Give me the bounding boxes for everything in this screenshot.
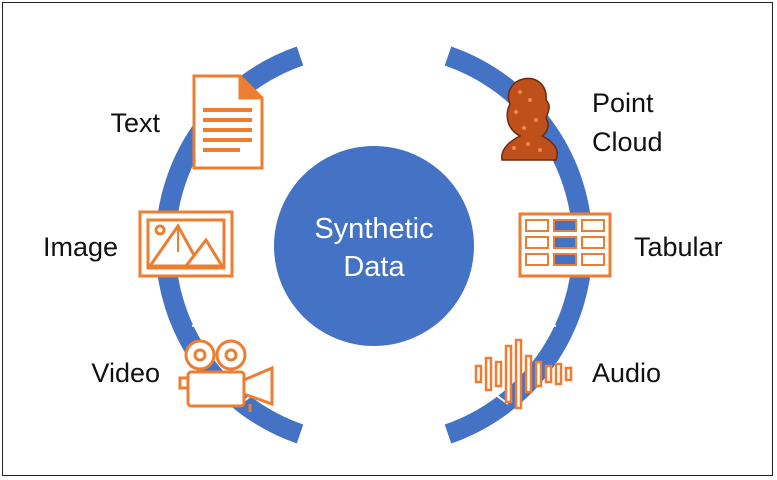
- video-camera-icon: [178, 339, 274, 412]
- point-cloud-icon: [501, 77, 558, 161]
- image-label: Image: [43, 232, 118, 262]
- table-icon: [518, 212, 612, 278]
- text-label: Text: [110, 108, 160, 138]
- tabular-label: Tabular: [634, 232, 723, 262]
- center-circle: [274, 146, 474, 346]
- audio-waveform-icon: [474, 338, 573, 410]
- image-icon: [138, 210, 234, 278]
- point-cloud-label-line2: Cloud: [592, 127, 663, 157]
- center-label-line1: Synthetic: [314, 213, 433, 245]
- center-label-line2: Data: [343, 251, 405, 283]
- video-label: Video: [91, 358, 160, 388]
- audio-label: Audio: [592, 358, 661, 388]
- point-cloud-label-line1: Point: [592, 88, 654, 118]
- document-icon: [192, 74, 264, 170]
